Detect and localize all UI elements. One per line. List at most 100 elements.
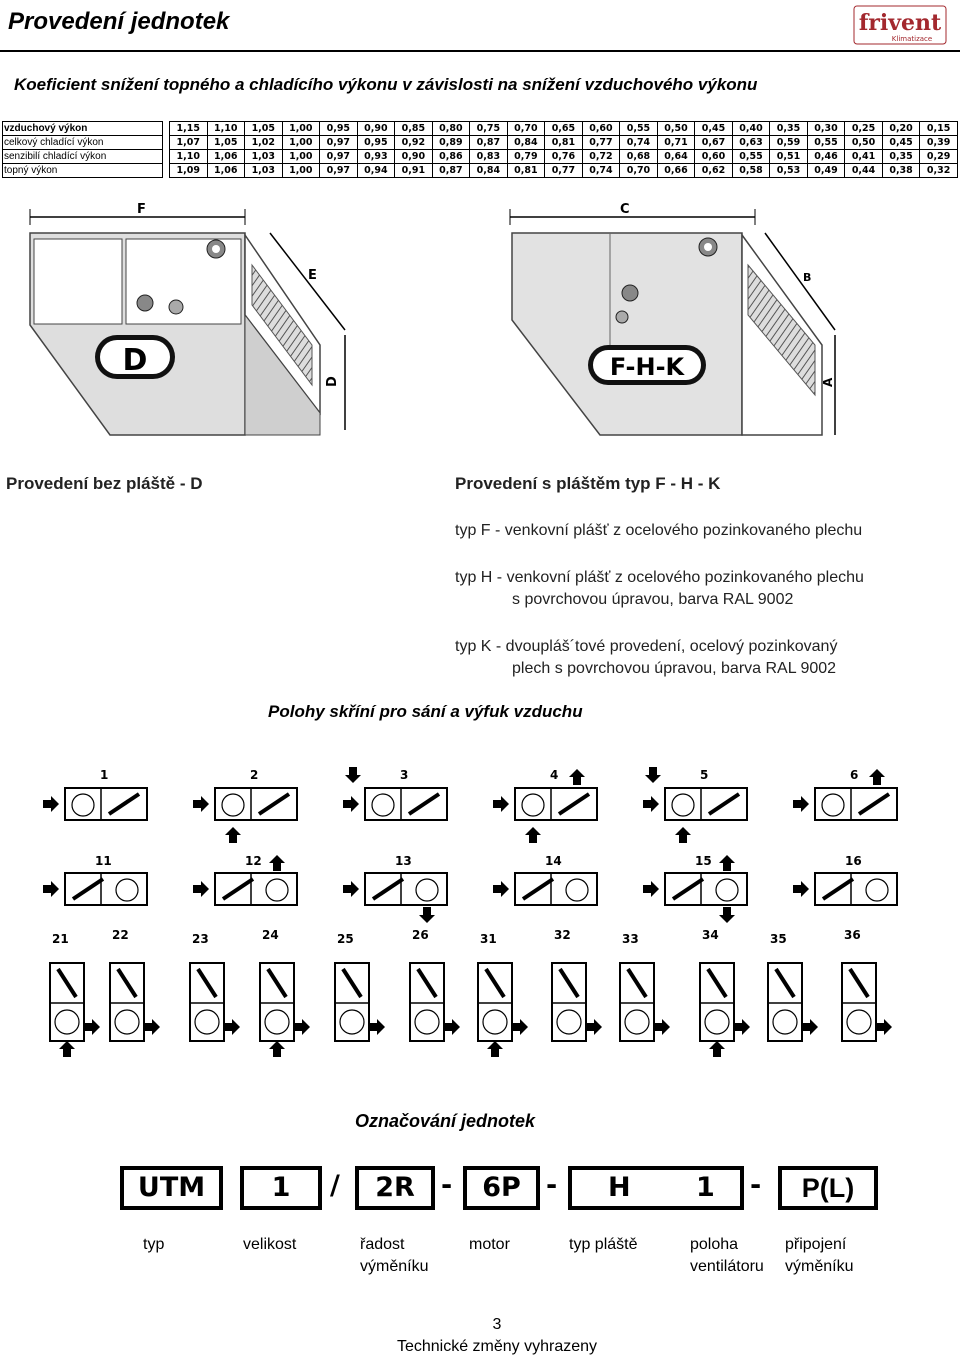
coef-cell: 1,09 <box>169 163 208 178</box>
coef-cell: 0,84 <box>506 135 546 150</box>
coef-cell: 0,50 <box>844 135 883 150</box>
coef-row-label: topný výkon <box>2 163 163 178</box>
unit-vertical <box>189 962 225 1042</box>
coil-icon <box>848 967 870 999</box>
position-label: 6 <box>850 768 858 782</box>
coef-cell: 0,90 <box>356 121 396 136</box>
coef-cell: 0,32 <box>919 163 958 178</box>
coil-icon <box>857 792 891 816</box>
desc-type-h: typ H - venkovní plášť z ocelového pozin… <box>455 567 864 611</box>
position-label: 14 <box>545 854 562 868</box>
unit-horizontal <box>814 787 898 821</box>
arrow-up-icon <box>869 769 885 785</box>
arrow-right-icon <box>793 796 809 812</box>
position-label: 32 <box>554 928 571 942</box>
coef-cell: 0,95 <box>319 121 358 136</box>
unit-horizontal <box>814 872 898 906</box>
coef-cell: 0,97 <box>319 149 358 164</box>
coef-cell: 0,29 <box>919 149 958 164</box>
unit-horizontal <box>514 872 598 906</box>
coef-cell: 0,20 <box>881 121 921 136</box>
coil-icon <box>558 967 580 999</box>
unit-casing <box>814 787 898 821</box>
arrow-right-icon <box>144 1019 160 1035</box>
unit-casing <box>477 962 513 1042</box>
code-box-size: 1 <box>240 1166 322 1210</box>
coef-cell: 0,45 <box>881 135 921 150</box>
fan-icon <box>114 1009 140 1035</box>
coef-cell: 0,64 <box>656 149 696 164</box>
unit-vertical <box>767 962 803 1042</box>
page-title: Provedení jednotek <box>8 8 230 35</box>
coil-icon <box>557 792 591 816</box>
designation-title: Označování jednotek <box>355 1111 536 1131</box>
unit-horizontal <box>664 872 748 906</box>
coef-cell: 0,94 <box>356 163 396 178</box>
coef-cell: 0,45 <box>694 121 733 136</box>
coef-cell: 0,97 <box>319 135 358 150</box>
coef-cell: 0,63 <box>731 135 771 150</box>
desc-h-line2: s povrchovou úpravou, barva RAL 9002 <box>512 591 794 608</box>
header-rule <box>0 50 960 52</box>
position-label: 11 <box>95 854 112 868</box>
arrow-right-icon <box>512 1019 528 1035</box>
arrow-right-icon <box>493 881 509 897</box>
coef-cell: 0,15 <box>919 121 958 136</box>
desc-h-line1: typ H - venkovní plášť z ocelového pozin… <box>455 569 864 586</box>
caption-with-casing: Provedení s pláštěm typ F - H - K <box>455 474 721 493</box>
fan-icon <box>482 1009 508 1035</box>
coef-cell: 0,91 <box>394 163 433 178</box>
badge-d: D <box>123 343 148 378</box>
coef-cell: 1,00 <box>281 135 321 150</box>
unit-vertical <box>841 962 877 1042</box>
coil-icon <box>774 967 796 999</box>
unit-horizontal <box>214 787 298 821</box>
coef-cell: 0,41 <box>844 149 883 164</box>
arrow-up-icon <box>225 827 241 843</box>
coef-cell: 1,02 <box>244 135 283 150</box>
coef-cell: 0,74 <box>581 163 621 178</box>
coil-icon <box>484 967 506 999</box>
fan-icon <box>264 1009 290 1035</box>
coef-subtitle: Koeficient snížení topného a chladícího … <box>14 75 758 94</box>
coil-icon <box>257 792 291 816</box>
coef-cell: 0,70 <box>506 121 546 136</box>
fan-icon <box>671 793 695 817</box>
position-label: 36 <box>844 928 861 942</box>
coef-cell: 0,46 <box>806 149 846 164</box>
unit-horizontal <box>64 787 148 821</box>
unit-casing <box>664 872 748 906</box>
arrow-up-icon <box>59 1041 75 1057</box>
coef-cell: 1,00 <box>281 163 321 178</box>
arrow-down-icon <box>645 767 661 783</box>
code-box-motor: 6P <box>463 1166 540 1210</box>
coef-cell: 0,81 <box>544 135 583 150</box>
unit-casing <box>767 962 803 1042</box>
coef-cell: 0,38 <box>881 163 921 178</box>
unit-horizontal <box>214 872 298 906</box>
arrow-right-icon <box>793 881 809 897</box>
arrow-right-icon <box>369 1019 385 1035</box>
arrow-right-icon <box>586 1019 602 1035</box>
coef-cell: 0,90 <box>394 149 433 164</box>
fan-icon <box>556 1009 582 1035</box>
arrow-right-icon <box>294 1019 310 1035</box>
coef-cell: 0,79 <box>506 149 546 164</box>
coil-icon <box>341 967 363 999</box>
coil-icon <box>707 792 741 816</box>
position-label: 23 <box>192 932 209 946</box>
code-box-rows: 2R <box>355 1166 435 1210</box>
coil-icon <box>116 967 138 999</box>
unit-vertical <box>699 962 735 1042</box>
unit-horizontal <box>64 872 148 906</box>
coef-cell: 1,15 <box>169 121 208 136</box>
coef-gap <box>162 135 170 150</box>
coef-cell: 0,95 <box>356 135 396 150</box>
coef-cell: 0,83 <box>469 149 508 164</box>
unit-casing <box>619 962 655 1042</box>
unit-casing <box>49 962 85 1042</box>
unit-casing <box>364 787 448 821</box>
